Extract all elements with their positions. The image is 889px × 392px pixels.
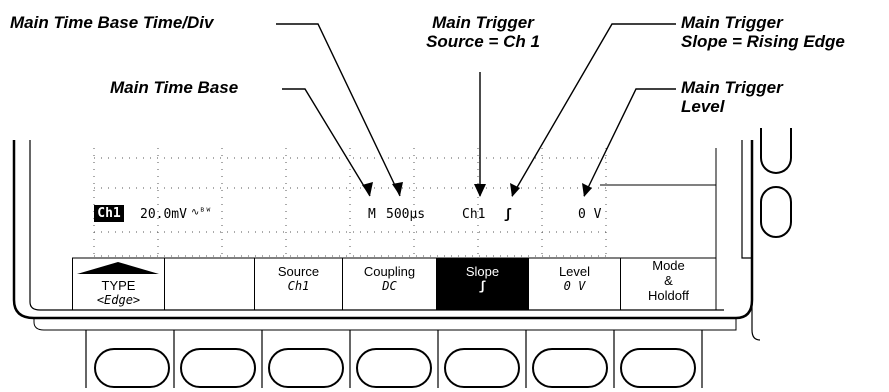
callout-trigger-source-line1: Main Trigger [432,13,534,32]
callout-trigger-slope-line1: Main Trigger [681,13,783,32]
volts-per-div: 20.0mV [140,207,187,222]
menu-level-button[interactable]: Level 0 V [528,258,620,310]
leader-arrowheads [362,182,592,197]
trigger-source-readout: Ch1 [462,207,486,222]
menu-coupling-button[interactable]: Coupling DC [342,258,436,310]
menu-mode-amp: & [664,273,673,288]
menu-coupling-label: Coupling [363,264,416,279]
lower-panel [33,318,737,331]
callout-trigger-level-line1: Main Trigger [681,78,783,97]
leader-trigger-level [583,88,676,197]
callout-trigger-slope-line2: Slope = Rising Edge [681,32,845,51]
bottom-bezel-button-2[interactable] [180,348,256,388]
callout-trigger-level-line2: Level [681,97,725,116]
menu-type-label: TYPE [101,278,136,293]
menu-slope-label: Slope [465,264,500,279]
bottom-bezel-button-6[interactable] [532,348,608,388]
callout-trigger-slope: Main Trigger Slope = Rising Edge [681,13,845,51]
side-bezel-button-1[interactable] [760,128,792,174]
menu-type-value: <Edge> [96,293,141,307]
callout-trigger-source: Main Trigger Source = Ch 1 [408,13,558,51]
menu-type-button[interactable]: TYPE <Edge> [72,258,164,310]
side-bezel-button-2[interactable] [760,186,792,238]
leader-lines [276,23,676,197]
menu-mode-holdoff-button[interactable]: Mode & Holdoff [620,258,716,310]
leader-trigger-slope [511,23,676,197]
menu-source-button[interactable]: Source Ch1 [254,258,342,310]
trigger-slope-icon: ʃ [504,207,512,222]
bezel-frame [29,140,724,311]
time-per-div: 500µs [386,207,426,222]
menu-level-label: Level [558,264,591,279]
channel-indicator: Ch1 [94,205,124,222]
menu-mode-label: Mode [652,258,685,273]
menu-slope-button[interactable]: Slope ʃ [436,258,528,310]
right-side-panel [751,140,761,341]
instrument-outline [12,140,754,320]
right-bezel-housing [741,140,752,259]
leader-time-base [282,88,371,197]
bottom-bezel-button-1[interactable] [94,348,170,388]
bottom-bezel-button-7[interactable] [620,348,696,388]
menu-slope-value: ʃ [478,279,487,293]
bottom-bezel-button-3[interactable] [268,348,344,388]
graticule [93,148,607,258]
callout-time-div: Main Time Base Time/Div [10,13,214,32]
callout-time-base: Main Time Base [110,78,239,97]
menu-coupling-value: DC [382,279,397,293]
menu-source-label: Source [277,264,320,279]
menu-source-value: Ch1 [287,279,310,293]
callout-trigger-source-line2: Source = Ch 1 [426,32,540,51]
menu-holdoff-label: Holdoff [648,288,689,303]
menu-level-value: 0 V [563,279,586,293]
bandwidth-limit-icon: ∿ᴮᵂ [191,207,212,218]
menu-empty-button[interactable] [164,258,254,310]
trigger-level-readout: 0 V [578,207,602,222]
timebase-indicator: M [368,207,376,222]
type-up-arrow [77,262,159,274]
callout-trigger-level: Main Trigger Level [681,78,783,116]
bottom-bezel-button-4[interactable] [356,348,432,388]
leader-time-div [276,23,401,197]
bottom-bezel-button-5[interactable] [444,348,520,388]
